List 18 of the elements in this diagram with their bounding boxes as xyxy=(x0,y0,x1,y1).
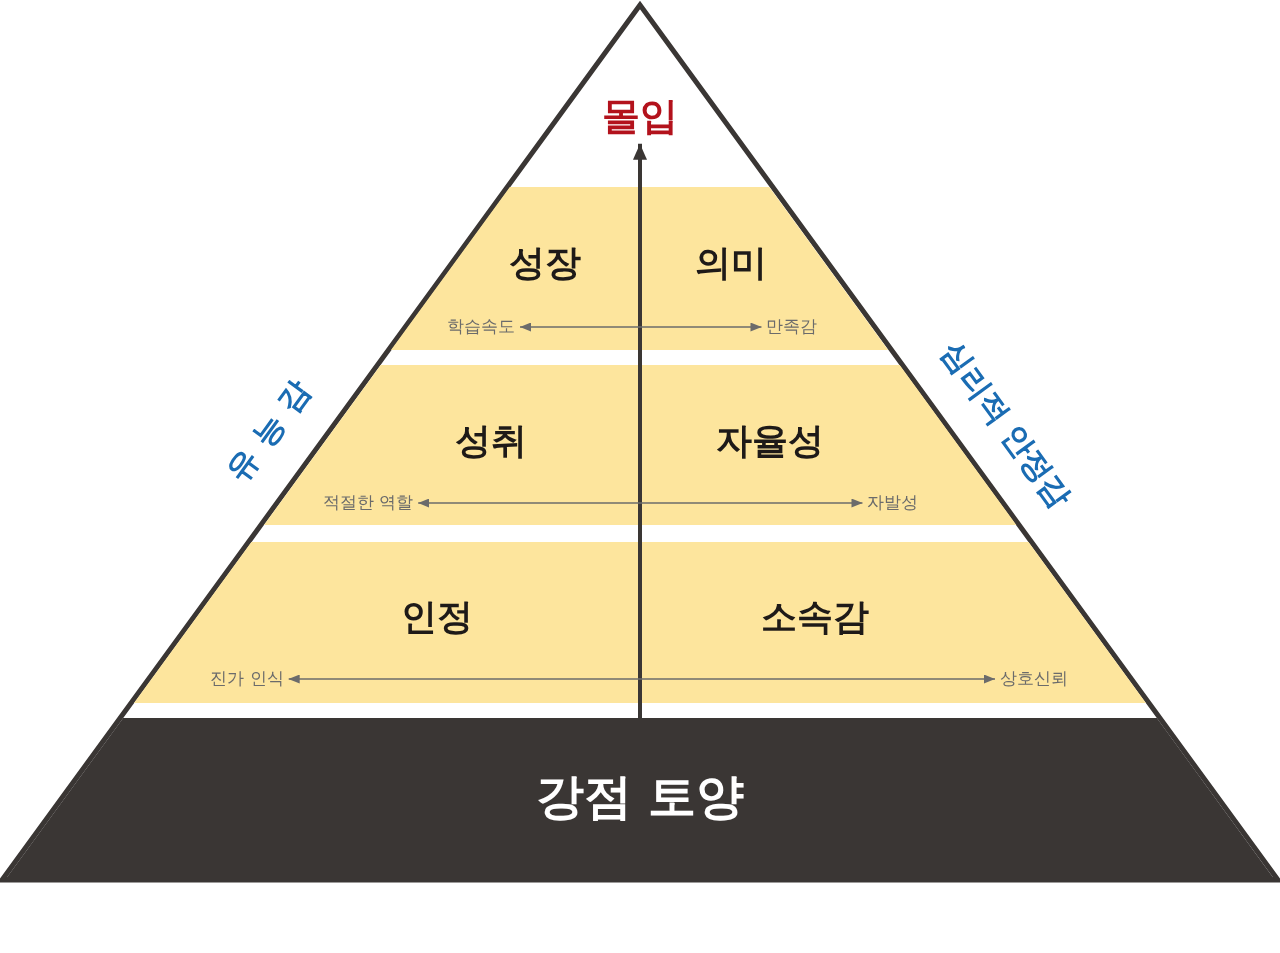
level-label: 성취 xyxy=(455,420,527,462)
sub-factor-label: 진가 인식 xyxy=(210,669,284,689)
arrow xyxy=(633,143,647,718)
level-label: 의미 xyxy=(695,242,767,284)
level-label: 인정 xyxy=(401,596,473,638)
level-label: 소속감 xyxy=(761,596,869,638)
sub-factor-label: 만족감 xyxy=(766,317,818,337)
base-label: 강점 토양 xyxy=(535,769,745,825)
sub-factor-label: 적절한 역할 xyxy=(322,493,414,513)
sub-factor-label: 상호신뢰 xyxy=(1000,669,1068,689)
level-label: 성장 xyxy=(509,242,581,284)
level-label: 자율성 xyxy=(716,420,824,462)
sub-factor-label: 학습속도 xyxy=(447,317,515,337)
double-arrow xyxy=(288,674,996,684)
sub-factor-label: 자발성 xyxy=(867,493,919,513)
double-arrow xyxy=(519,322,763,332)
peak-label: 몰입 xyxy=(602,95,678,139)
double-arrow xyxy=(417,498,864,508)
